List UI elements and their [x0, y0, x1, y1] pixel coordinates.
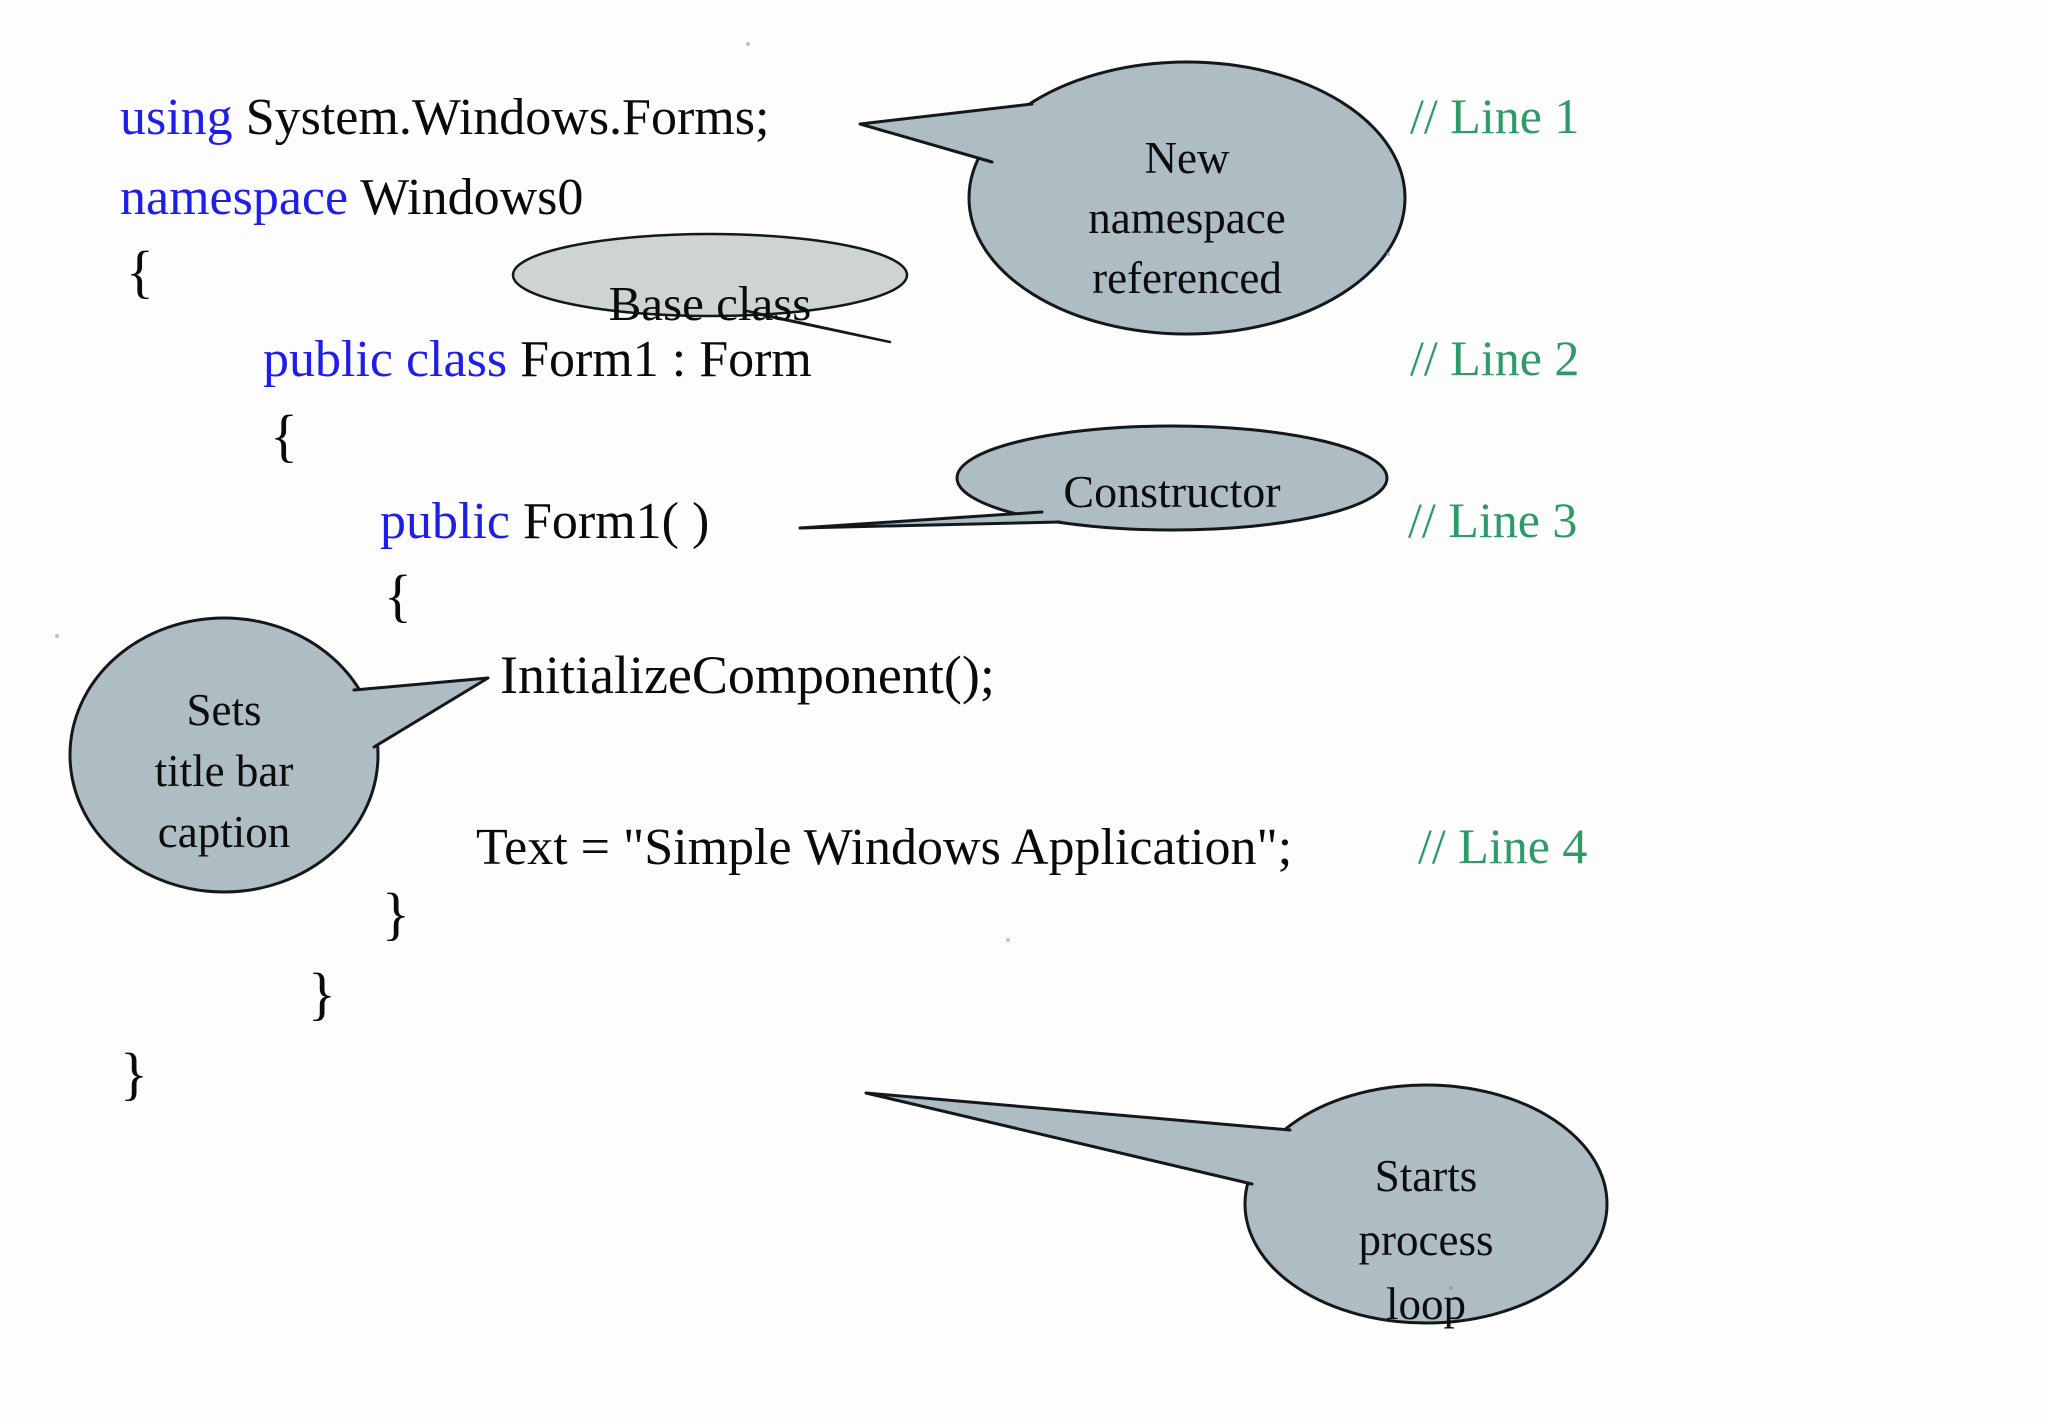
callout-title-bar-line-1: Sets: [186, 685, 262, 735]
callout-title-bar-line-2: title bar: [154, 746, 294, 796]
speck: [55, 634, 59, 638]
code-line-using: using System.Windows.Forms;: [120, 88, 769, 148]
open-brace-namespace: {: [126, 239, 154, 304]
callout-new-namespace-line-3: referenced: [1092, 253, 1282, 303]
callout-base-class-bubble: [511, 232, 909, 344]
callout-title-bar-label: Sets title bar caption: [24, 680, 424, 863]
callout-base-class-label: Base class: [608, 276, 812, 331]
callout-new-namespace-line-2: namespace: [1088, 193, 1286, 243]
base-class-leader-line: [745, 309, 892, 344]
comment-line-3: // Line 3: [1408, 492, 1578, 548]
keyword-using: using: [120, 89, 233, 146]
callout-new-namespace-line-1: New: [1144, 133, 1230, 183]
callout-title-bar-line-3: caption: [157, 807, 291, 857]
speck: [1449, 1286, 1453, 1290]
callout-new-namespace-label: New namespace referenced: [987, 128, 1387, 308]
close-brace-constructor: }: [382, 881, 410, 946]
speck: [746, 42, 750, 46]
keyword-namespace: namespace: [120, 169, 349, 226]
keyword-public: public: [380, 493, 510, 550]
code-line-namespace: namespace Windows0: [120, 168, 583, 228]
open-brace-class: {: [270, 403, 298, 468]
code-text-using: System.Windows.Forms;: [232, 89, 770, 146]
keyword-public-class: public class: [263, 331, 508, 388]
code-line-class: public class Form1 : Form: [263, 330, 812, 390]
callout-title-bar-bubble: [68, 616, 490, 894]
callout-process-loop-line-1: Starts: [1374, 1151, 1478, 1201]
close-brace-class: }: [308, 961, 336, 1026]
speck: [1386, 252, 1390, 256]
code-line-text-property: Text = "Simple Windows Application";: [476, 819, 1293, 876]
comment-line-1: // Line 1: [1410, 88, 1580, 144]
callout-constructor-label: Constructor: [1063, 466, 1281, 517]
comment-line-4: // Line 4: [1418, 818, 1588, 874]
callout-process-loop-line-3: loop: [1385, 1279, 1466, 1329]
open-brace-constructor: {: [384, 563, 412, 628]
close-brace-namespace: }: [120, 1041, 148, 1106]
callout-process-loop-line-2: process: [1358, 1215, 1494, 1265]
code-line-constructor: public Form1( ): [380, 492, 709, 552]
speck: [1006, 938, 1010, 942]
code-text-constructor: Form1( ): [509, 493, 710, 550]
callout-process-loop-bubble: [864, 1083, 1609, 1325]
code-text-class: Form1 : Form: [507, 331, 812, 388]
callout-process-loop-label: Starts process loop: [1226, 1144, 1626, 1336]
code-text-namespace: Windows0: [348, 169, 584, 226]
callout-constructor-bubble: [798, 424, 1389, 532]
code-line-initialize: InitializeComponent();: [500, 645, 995, 705]
comment-line-2: // Line 2: [1410, 330, 1580, 386]
callout-new-namespace-bubble: [858, 60, 1407, 336]
